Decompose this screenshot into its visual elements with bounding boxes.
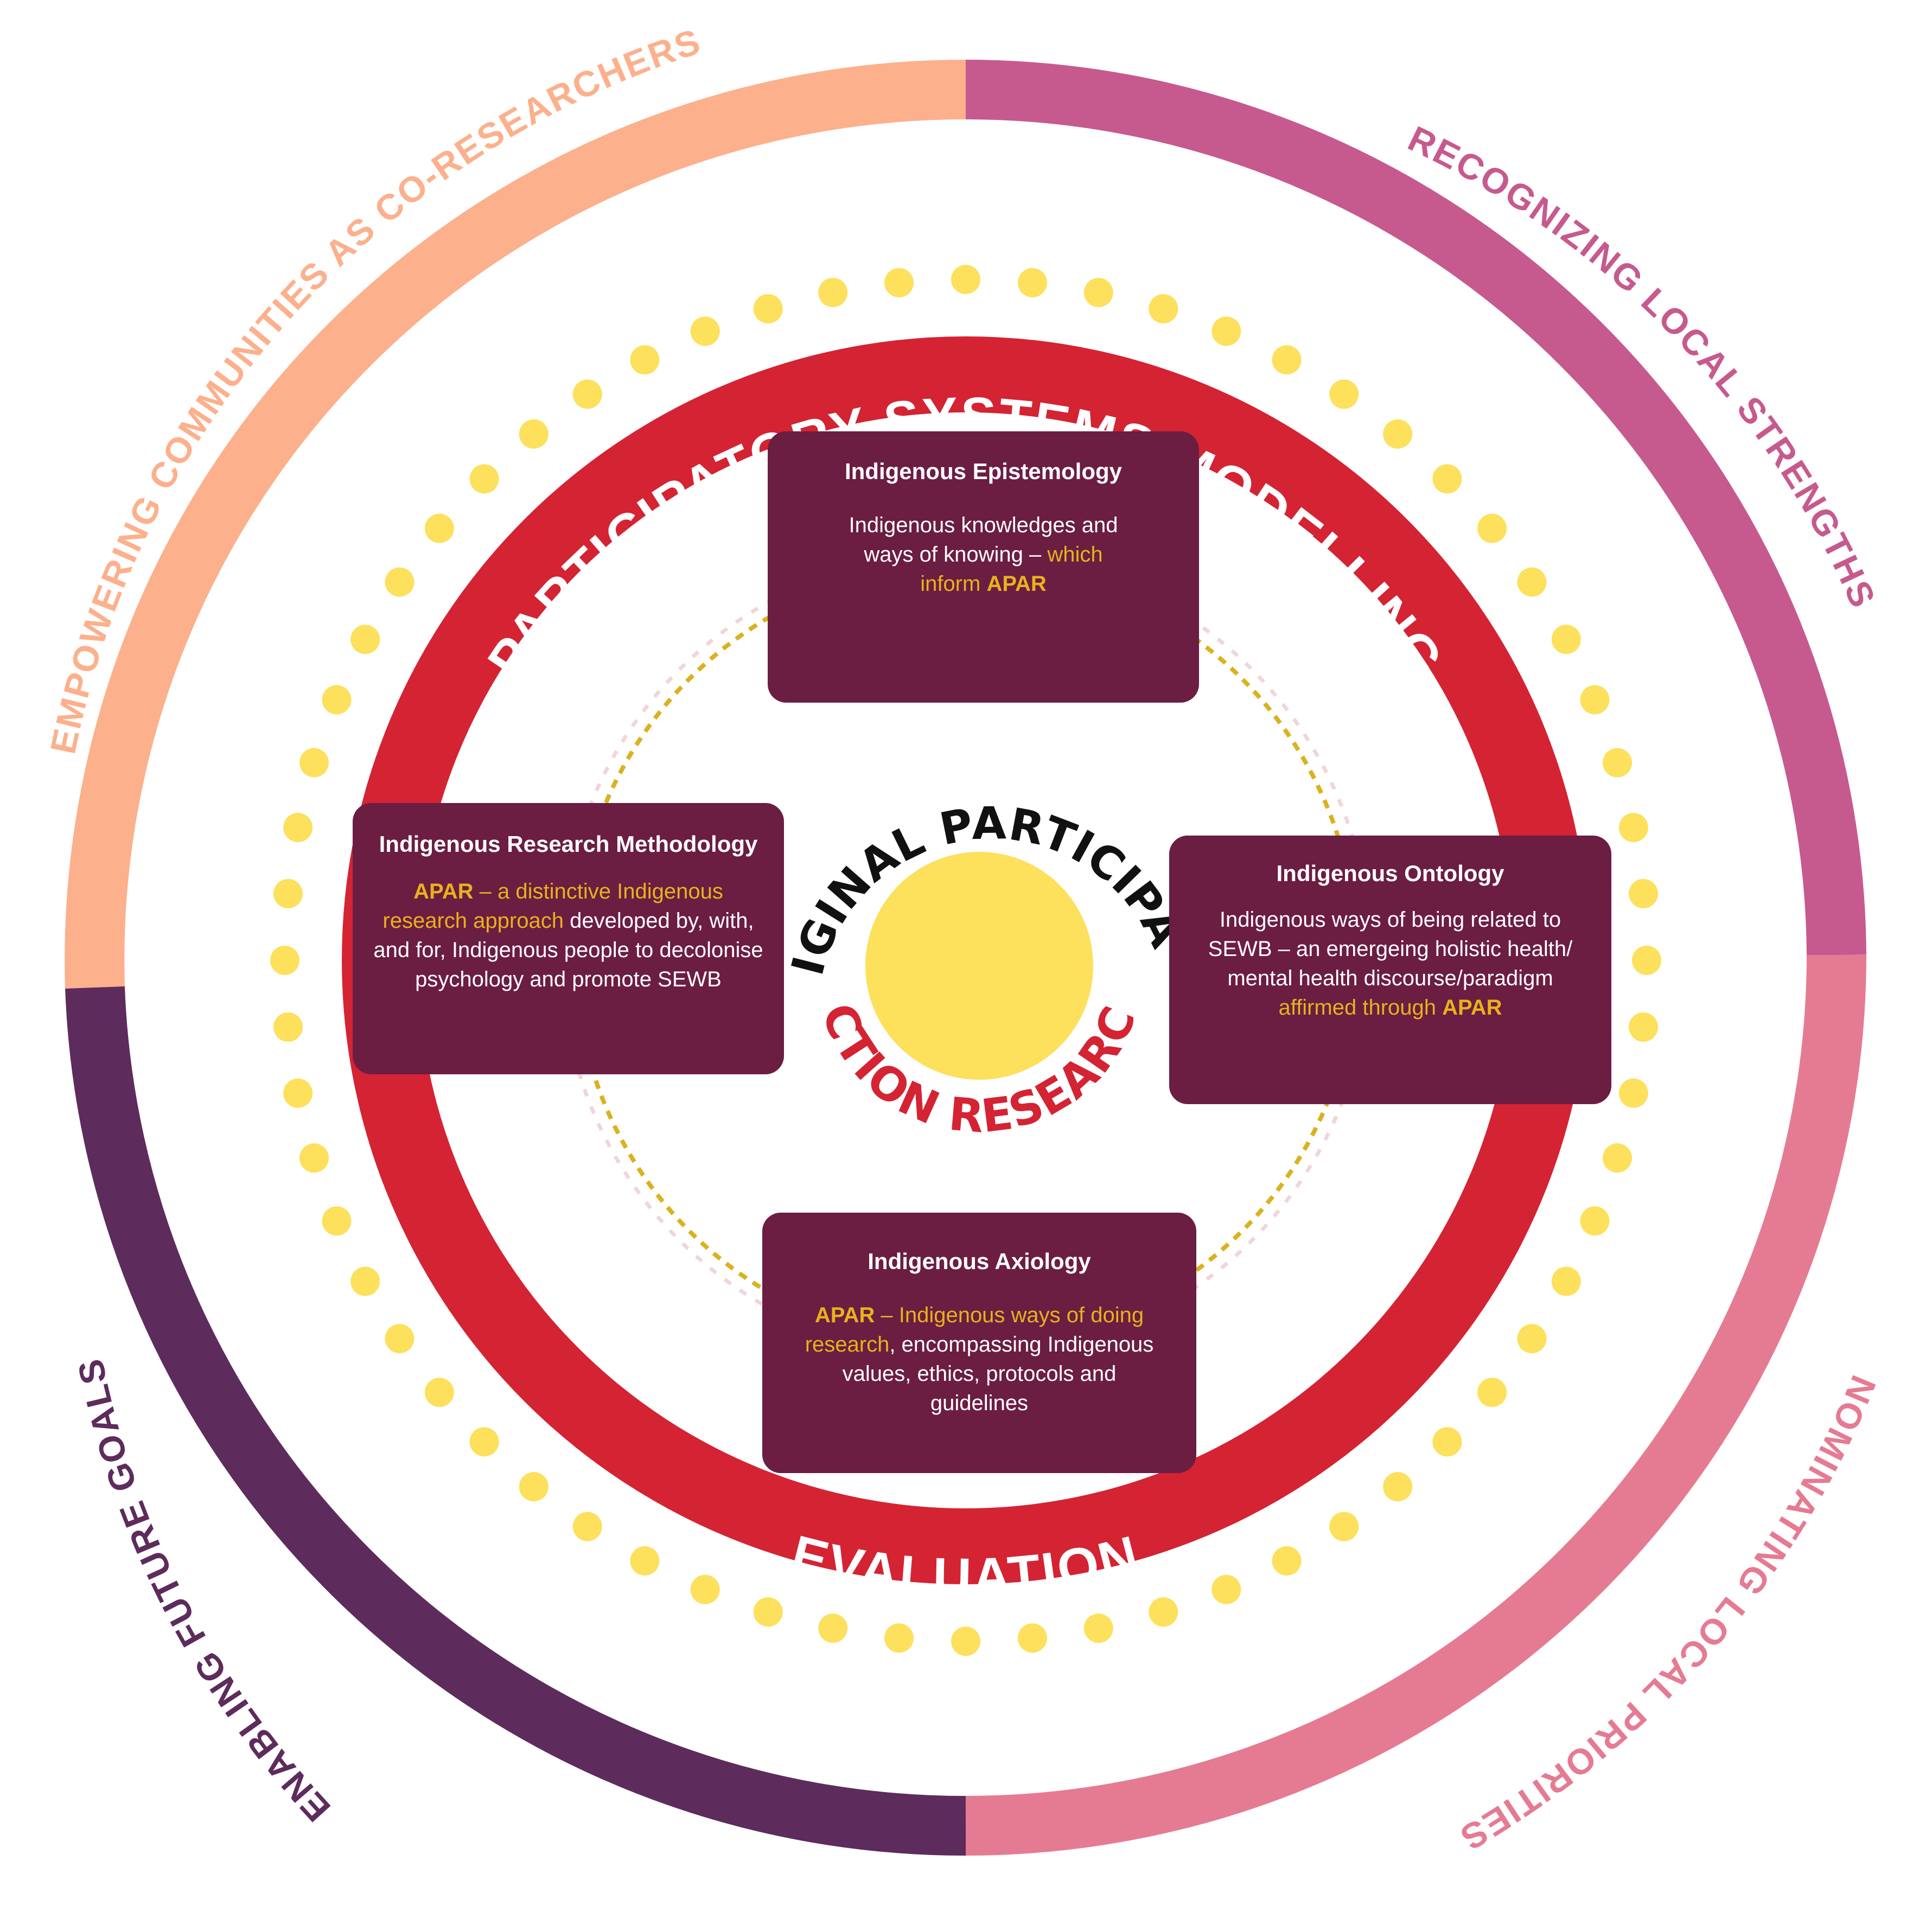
dot — [1383, 1472, 1413, 1502]
dot — [350, 1266, 380, 1296]
dot — [1477, 1378, 1507, 1407]
body-apar: APAR — [986, 572, 1047, 596]
dot — [1272, 345, 1302, 375]
dot — [1517, 1324, 1547, 1354]
dot — [572, 379, 602, 409]
outer-ring — [65, 60, 1866, 1856]
body-text: developed by, with, and for, Indigenous … — [373, 909, 763, 991]
dot — [630, 345, 660, 375]
dot — [1551, 1266, 1581, 1296]
body-apar: APAR — [814, 1303, 875, 1327]
box-title: Indigenous Axiology — [868, 1248, 1091, 1274]
dot — [270, 946, 299, 975]
box-epistemology: Indigenous Epistemology Indigenous knowl… — [768, 431, 1199, 703]
dot — [572, 1512, 602, 1541]
dot — [469, 464, 499, 494]
ring-segment-feasibility — [65, 60, 966, 989]
dot — [1329, 1512, 1359, 1541]
dot — [753, 1597, 783, 1627]
dot — [818, 278, 848, 308]
body-text: Indigenous knowledges and ways of knowin… — [849, 513, 1118, 566]
dot — [1632, 946, 1661, 975]
dot — [322, 685, 352, 715]
box-title: Indigenous Epistemology — [844, 458, 1123, 484]
dot — [1618, 1078, 1648, 1108]
dot — [469, 1427, 499, 1457]
body-highlight: which inform — [920, 543, 1103, 596]
box-body: Indigenous knowledges and ways of knowin… — [787, 511, 1179, 598]
box-body: Indigenous ways of being related to SEWB… — [1189, 905, 1592, 1022]
dot — [753, 294, 783, 323]
dot — [818, 1613, 848, 1643]
dot — [690, 1575, 720, 1604]
dot — [630, 1546, 660, 1576]
dot — [1329, 379, 1359, 409]
dot — [519, 419, 549, 449]
dot — [1212, 316, 1241, 346]
box-title: Indigenous Research Methodology — [379, 831, 758, 857]
dot — [1383, 419, 1413, 449]
dot — [1083, 278, 1113, 308]
box-ontology: Indigenous Ontology Indigenous ways of b… — [1169, 836, 1611, 1104]
dot — [951, 265, 980, 294]
sun-circle — [865, 852, 1093, 1080]
dot — [1432, 464, 1462, 494]
dot — [1629, 1012, 1658, 1042]
dot — [1618, 813, 1648, 843]
body-apar: APAR — [1442, 996, 1502, 1019]
dot — [690, 316, 720, 346]
dot — [322, 1206, 352, 1236]
ring-segment-sustainability — [65, 986, 966, 1856]
box-body: APAR – a distinctive Indigenous research… — [372, 877, 764, 994]
dot — [884, 1623, 914, 1653]
dot — [1517, 567, 1547, 597]
body-text: Indigenous ways of being related to SEWB… — [1208, 908, 1573, 990]
body-highlight: – Indigenous ways of doing research — [805, 1303, 1144, 1356]
box-body: APAR – Indigenous ways of doing research… — [782, 1301, 1177, 1418]
dot — [350, 625, 380, 654]
dot — [1432, 1427, 1462, 1457]
body-text: , encompassing Indigenous values, ethics… — [842, 1333, 1154, 1415]
dot — [1603, 748, 1632, 778]
dot — [1477, 513, 1507, 543]
dot — [273, 879, 303, 908]
dot — [1018, 1623, 1047, 1653]
dot — [1018, 268, 1047, 297]
dot — [283, 1078, 313, 1108]
dot — [951, 1627, 980, 1656]
dot — [1580, 1206, 1610, 1236]
dot — [1629, 879, 1658, 908]
dot — [1603, 1143, 1632, 1173]
dot — [519, 1472, 549, 1502]
dot — [424, 1378, 454, 1407]
dot — [1212, 1575, 1241, 1604]
box-title: Indigenous Ontology — [1276, 861, 1504, 886]
dot — [1551, 625, 1581, 654]
dot — [1272, 1546, 1302, 1576]
ring-segment-impact — [965, 954, 1866, 1856]
dot — [884, 268, 914, 297]
dot — [299, 748, 329, 778]
box-methodology: Indigenous Research Methodology APAR – a… — [353, 803, 784, 1074]
body-highlight: affirmed through — [1278, 996, 1443, 1019]
dot — [385, 1324, 415, 1354]
dot — [424, 513, 454, 543]
ring-segment-value — [965, 60, 1866, 955]
dot-ring — [270, 265, 1661, 1656]
dot — [283, 813, 313, 843]
dot — [273, 1012, 303, 1042]
dot — [1149, 1597, 1178, 1627]
dot — [1083, 1613, 1113, 1643]
dot — [1580, 685, 1610, 715]
dot — [299, 1143, 329, 1173]
dot — [385, 567, 415, 597]
body-apar: APAR — [413, 880, 474, 903]
body-highlight: – a distinctive Indigenous research appr… — [382, 880, 723, 933]
box-axiology: Indigenous Axiology APAR – Indigenous wa… — [762, 1213, 1196, 1473]
dot — [1149, 294, 1178, 323]
